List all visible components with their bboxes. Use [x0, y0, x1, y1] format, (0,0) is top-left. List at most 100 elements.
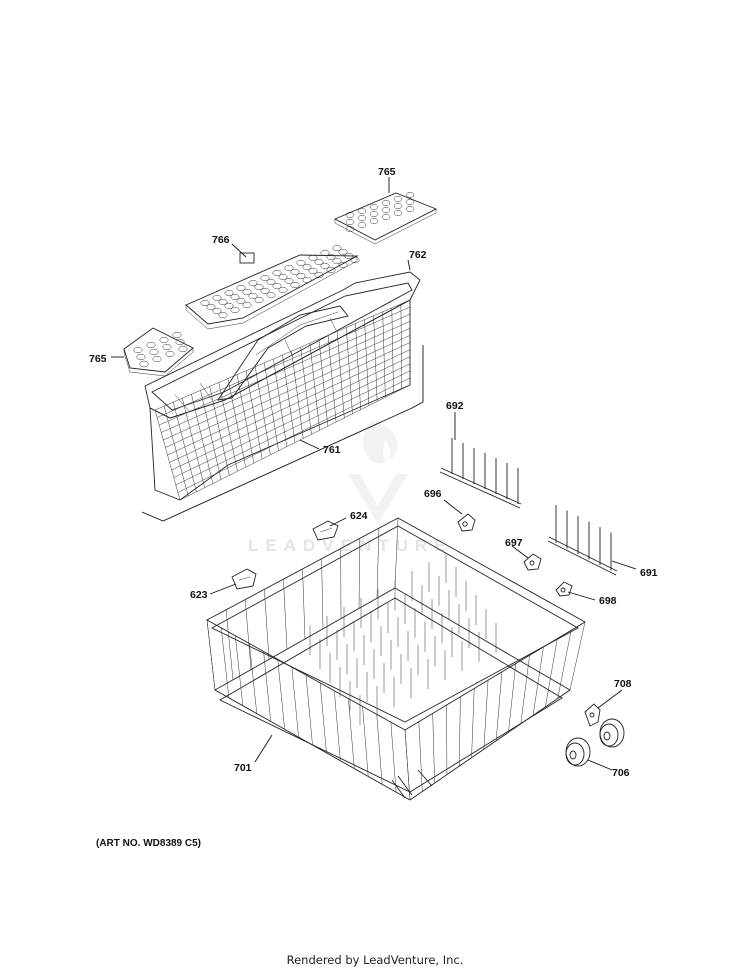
clip-697[interactable]: [523, 553, 542, 571]
cover-hole: [175, 338, 185, 346]
rack-wire: [532, 646, 544, 716]
cover-hole: [320, 263, 330, 269]
clip-623[interactable]: [231, 568, 257, 590]
basket-wire: [179, 384, 411, 501]
rack-wire: [569, 621, 586, 691]
cover-hole: [308, 255, 318, 261]
cover-hole: [224, 290, 234, 296]
tine-row-691[interactable]: [547, 505, 618, 576]
cover-hole: [338, 262, 348, 268]
cover-hole: [284, 265, 294, 271]
basket-cover-small[interactable]: [123, 327, 194, 377]
rack-wire: [277, 659, 285, 730]
rack-wire: [557, 630, 572, 699]
rack-wire: [263, 651, 271, 722]
cover-hole: [266, 292, 276, 298]
cover-hole: [393, 196, 403, 202]
basket-cover-top[interactable]: [333, 192, 438, 245]
rack-wire: [471, 688, 475, 758]
basket-wire: [167, 342, 411, 456]
basket-cover-long[interactable]: [185, 245, 360, 330]
rack-wire: [244, 599, 252, 670]
cover-hole: [230, 294, 240, 300]
silverware-basket[interactable]: [144, 271, 421, 501]
cover-hole: [326, 267, 336, 273]
cover-hole: [405, 192, 415, 198]
rack-wire: [404, 729, 411, 801]
cover-hole: [278, 287, 288, 293]
rack-wire: [458, 696, 461, 767]
roller-wheel-1[interactable]: [599, 718, 625, 748]
cover-hole: [159, 336, 169, 344]
rack-wire: [418, 721, 423, 792]
cover-hole: [350, 257, 360, 263]
cover-hole: [393, 210, 403, 216]
basket-wire: [156, 306, 411, 418]
cover-hole: [260, 275, 270, 281]
cover-hole: [248, 280, 258, 286]
rack-wire: [283, 579, 288, 650]
rack-wire: [508, 663, 517, 733]
basket-wire: [173, 363, 411, 478]
cover-hole: [224, 303, 234, 309]
label-624: 624: [350, 510, 368, 522]
label-691: 691: [640, 567, 658, 579]
cover-hole: [338, 249, 348, 255]
cover-hole: [314, 259, 324, 265]
tine-row-692[interactable]: [439, 438, 522, 509]
cover-hole: [254, 284, 264, 290]
cover-hole: [172, 331, 182, 339]
rack-wire: [545, 638, 558, 707]
cover-hole: [381, 207, 391, 213]
cover-hole: [369, 204, 379, 210]
cover-hole: [218, 312, 228, 318]
cover-hole: [332, 245, 342, 251]
wheel-clip-708[interactable]: [584, 703, 601, 727]
rack-wire: [390, 722, 397, 793]
cover-hole: [218, 299, 228, 305]
label-761: 761: [323, 444, 341, 456]
cover-hole: [165, 350, 175, 358]
rack-wire: [305, 674, 313, 746]
label-766: 766: [212, 234, 230, 246]
rack-wire: [432, 713, 435, 784]
cover-hole: [242, 302, 252, 308]
cover-hole: [162, 343, 172, 351]
rack-wire: [321, 558, 324, 629]
rack-wire: [249, 643, 258, 714]
rack-wire: [319, 682, 327, 753]
cover-hole: [242, 289, 252, 295]
basket-outline-bracket: [141, 345, 424, 522]
label-765-top: 765: [378, 166, 396, 178]
rack-wire: [358, 538, 361, 609]
cover-hole: [344, 253, 354, 259]
label-765-left: 765: [89, 353, 107, 365]
clip-698[interactable]: [555, 581, 573, 597]
cover-hole: [212, 308, 222, 314]
label-701: 701: [234, 762, 252, 774]
cover-hole: [381, 200, 391, 206]
basket-wire: [165, 335, 411, 448]
cover-hole: [260, 288, 270, 294]
cover-hole: [136, 353, 146, 361]
rack-wire: [520, 655, 530, 724]
footer-credit: Rendered by LeadVenture, Inc.: [286, 953, 464, 967]
cover-hole: [146, 341, 156, 349]
rack-wire: [264, 589, 270, 660]
cover-hole: [308, 268, 318, 274]
basket-wire: [169, 349, 411, 463]
roller-wheel-2[interactable]: [565, 737, 591, 767]
cover-hole: [212, 295, 222, 301]
lower-dish-rack[interactable]: [206, 517, 586, 801]
cover-hole: [405, 199, 415, 205]
cover-hole: [296, 273, 306, 279]
label-692: 692: [446, 400, 464, 412]
leader-lines: [111, 177, 637, 771]
clip-624[interactable]: [312, 520, 339, 541]
clip-696[interactable]: [457, 513, 476, 532]
cover-hole: [266, 279, 276, 285]
basket-wire: [154, 299, 411, 411]
label-697: 697: [505, 537, 523, 549]
cover-hole: [236, 285, 246, 291]
